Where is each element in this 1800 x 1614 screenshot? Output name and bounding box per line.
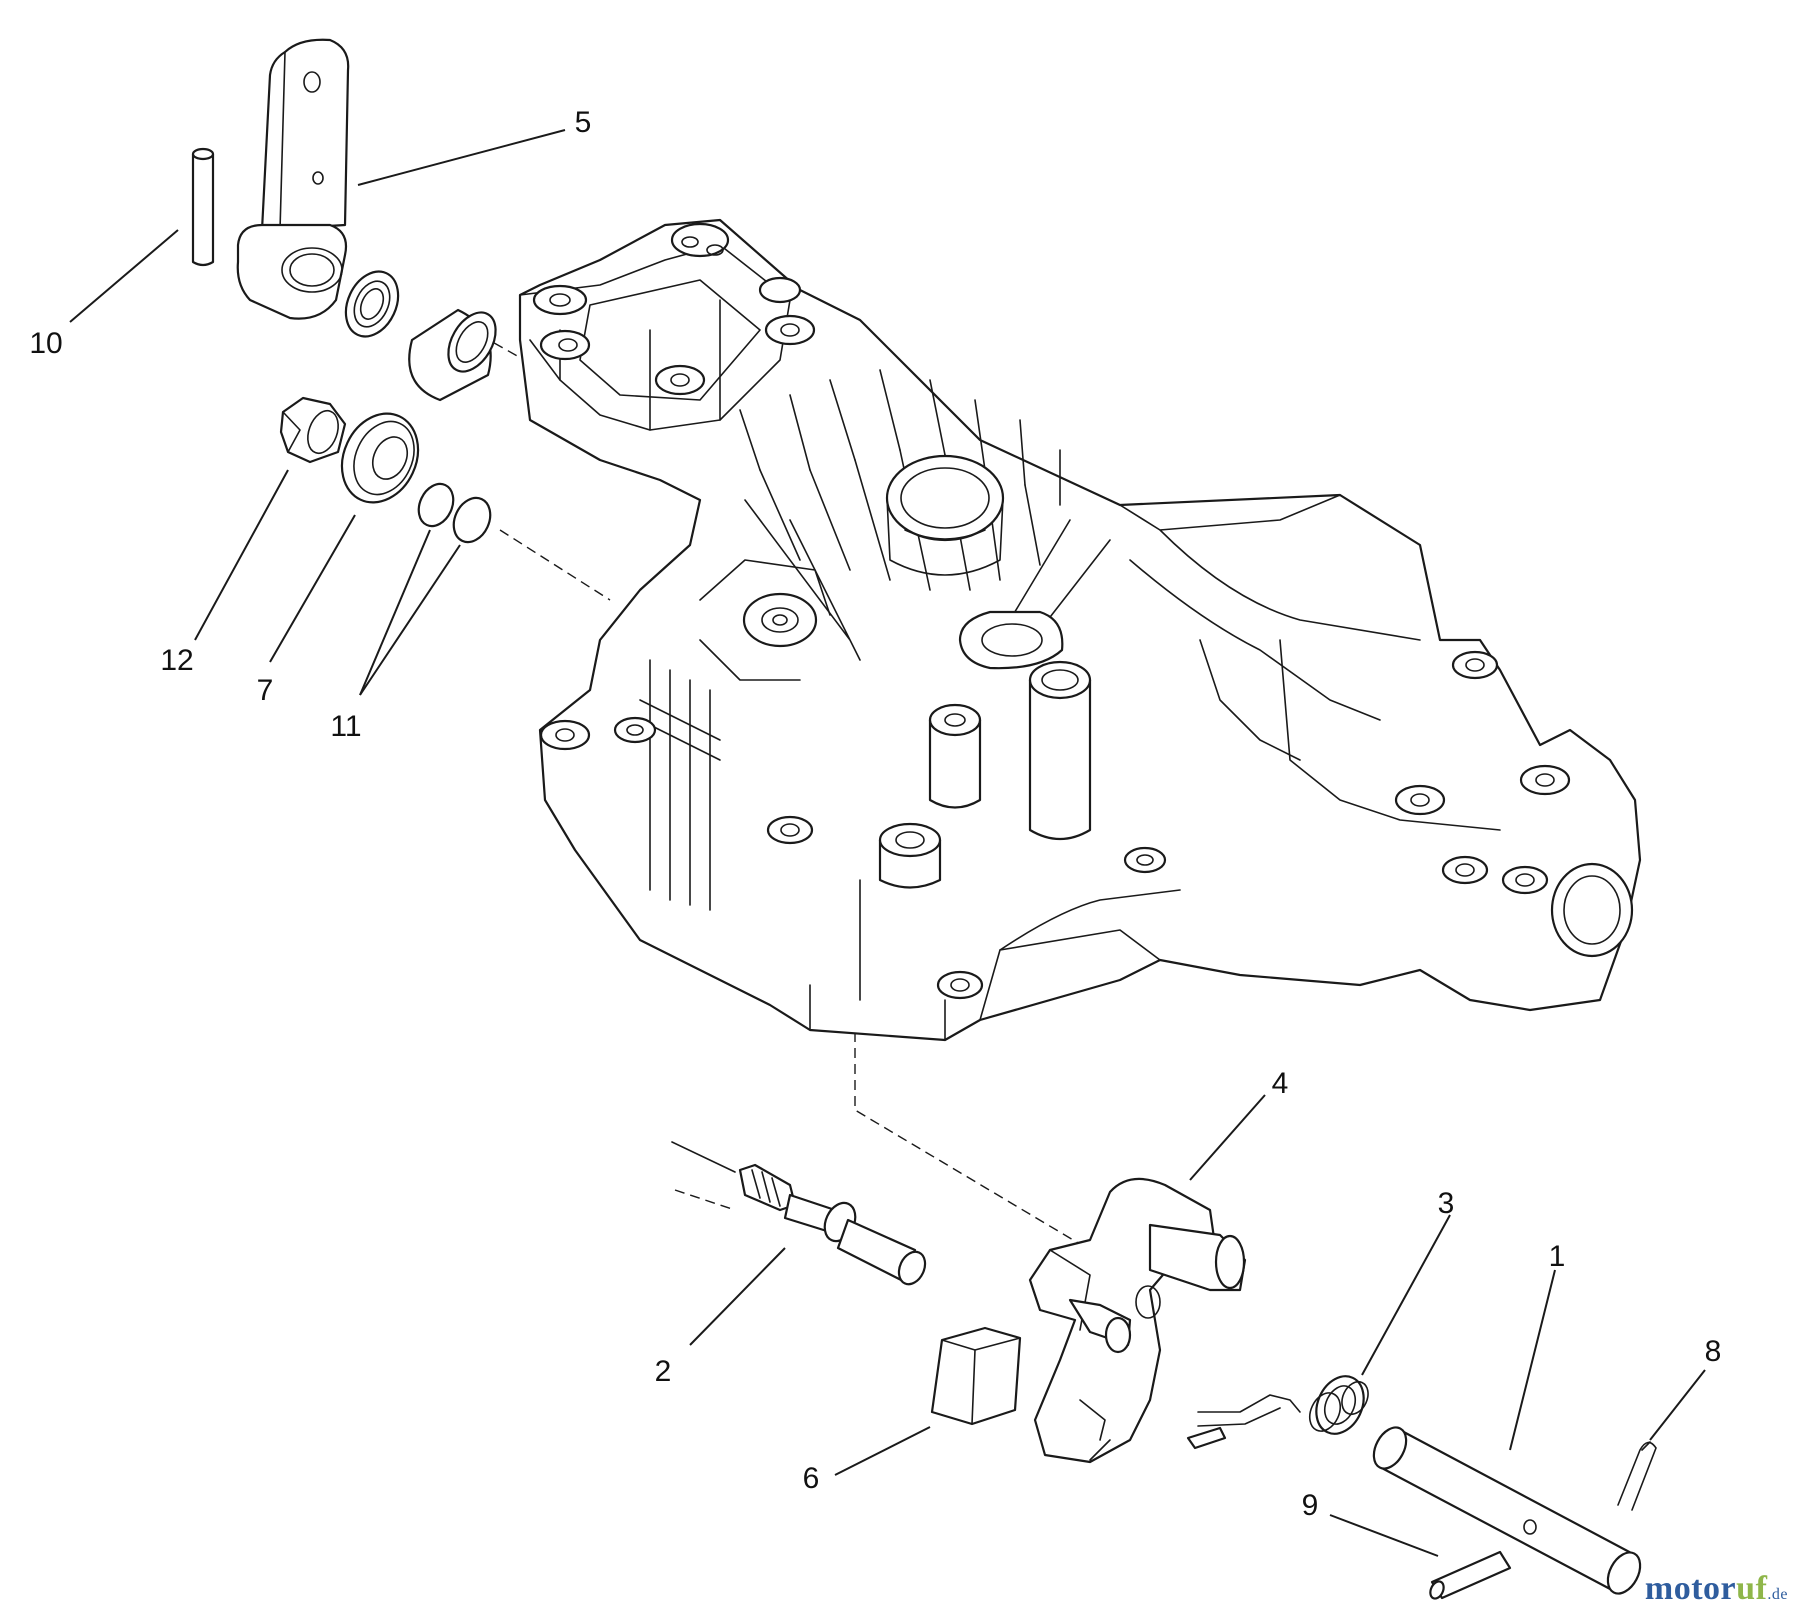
part-7-washer — [340, 412, 420, 504]
callout-10: 10 — [29, 327, 62, 360]
part-4-bracket — [1028, 1177, 1247, 1464]
watermark-suffix: .de — [1767, 1586, 1788, 1603]
part-8-cotter-pin — [1617, 1441, 1657, 1511]
part-1-pin — [1372, 1426, 1642, 1595]
callout-labels: 1 2 3 4 5 6 7 8 9 10 11 12 — [29, 106, 1721, 1522]
callout-5: 5 — [575, 106, 592, 139]
bushing — [408, 308, 497, 402]
callout-1: 1 — [1549, 1240, 1566, 1273]
part-2-shaft — [671, 1141, 927, 1286]
callout-6: 6 — [803, 1462, 820, 1495]
transmission-housing — [518, 218, 1642, 1042]
part-10-roll-pin — [191, 147, 215, 267]
part-11-o-rings — [417, 482, 492, 544]
seal-ring — [344, 270, 400, 338]
part-6-block — [930, 1326, 1022, 1426]
callout-2: 2 — [655, 1355, 672, 1388]
callout-8: 8 — [1705, 1335, 1722, 1368]
callout-4: 4 — [1272, 1067, 1289, 1100]
part-3-spring — [1186, 1375, 1369, 1450]
callout-3: 3 — [1438, 1187, 1455, 1220]
watermark-logo: motoruf.de — [1645, 1570, 1788, 1608]
part-12-nut — [279, 396, 347, 464]
callout-12: 12 — [160, 644, 193, 677]
callout-11: 11 — [330, 710, 361, 743]
leader-lines — [69, 129, 1706, 1557]
watermark-part-2: uf — [1736, 1570, 1768, 1607]
part-5-control-arm — [236, 38, 350, 320]
callout-7: 7 — [257, 674, 274, 707]
callout-9: 9 — [1302, 1489, 1319, 1522]
part-9-roll-pin — [1429, 1550, 1512, 1600]
watermark-part-1: motor — [1644, 1570, 1737, 1607]
